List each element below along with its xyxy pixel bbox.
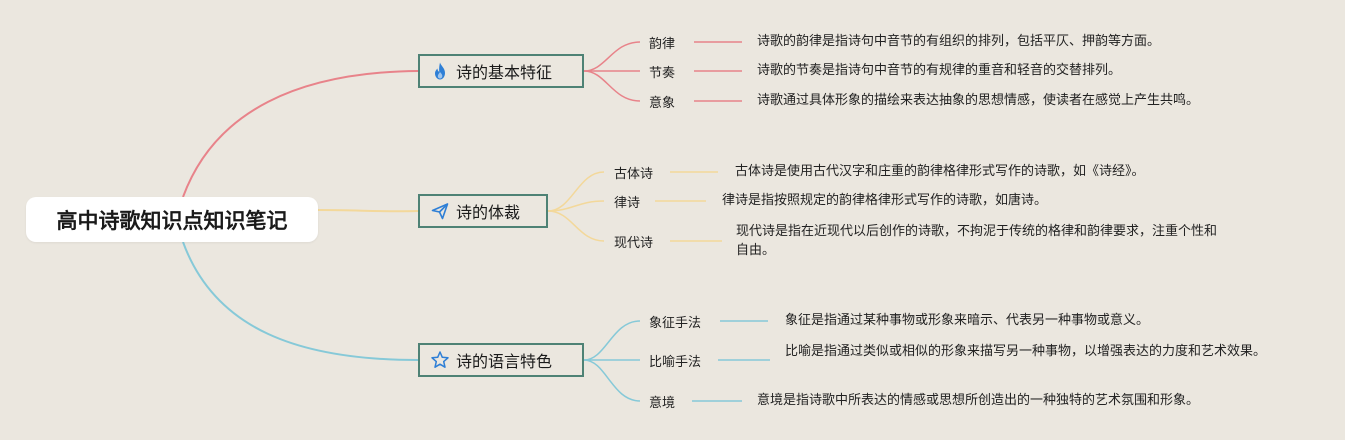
leaf-desc-metaphor[interactable]: 比喻是指通过类似或相似的形象来描写另一种事物，以增强表达的力度和艺术效果。 (785, 344, 1267, 359)
leaf-desc-artistic-conception[interactable]: 意境是指诗歌中所表达的情感或思想所创造出的一种独特的艺术氛围和形象。 (757, 393, 1200, 408)
leaf-desc-modern-poetry[interactable]: 现代诗是指在近现代以后创作的诗歌，不拘泥于传统的格律和韵律要求，注重个性和自由。 (736, 224, 1218, 258)
main-connector-0 (182, 70, 419, 198)
leaf-label-regulated-verse[interactable]: 律诗 (614, 196, 641, 211)
leaf-desc-regulated-verse[interactable]: 律诗是指按照规定的韵律格律形式写作的诗歌，如唐诗。 (722, 193, 1048, 208)
branch-title: 诗的语言特色 (456, 352, 553, 371)
leaf-label-rhythm[interactable]: 韵律 (649, 37, 676, 52)
sub-connector-1-2 (547, 210, 605, 242)
leaf-desc-symbolism[interactable]: 象征是指通过某种事物或形象来暗示、代表另一种事物或意义。 (785, 313, 1150, 328)
main-connector-1 (317, 209, 419, 213)
branch-title: 诗的基本特征 (456, 63, 553, 82)
leaf-desc-imagery[interactable]: 诗歌通过具体形象的描绘来表达抽象的思想情感，使读者在感觉上产生共鸣。 (757, 93, 1200, 108)
leaf-label-metaphor[interactable]: 比喻手法 (649, 355, 702, 370)
branch-topic-language-features[interactable]: 诗的语言特色 (418, 343, 584, 377)
fire-icon (430, 61, 450, 81)
main-connector-2 (182, 241, 419, 361)
central-topic-title: 高中诗歌知识点知识笔记 (56, 208, 288, 233)
sub-connector-0-2 (583, 70, 641, 102)
sub-connector-1-1 (547, 200, 605, 212)
branch-1-connectors (317, 171, 722, 242)
leaf-label-ancient-poetry[interactable]: 古体诗 (614, 167, 654, 182)
sub-connector-2-2 (583, 359, 641, 402)
leaf-desc-ancient-poetry[interactable]: 古体诗是使用古代汉字和庄重的韵律格律形式写作的诗歌，如《诗经》。 (735, 164, 1145, 179)
star-icon (430, 350, 450, 370)
paper-plane-icon (430, 201, 450, 221)
branch-topic-basic-features[interactable]: 诗的基本特征 (418, 54, 584, 88)
sub-connector-2-0 (583, 320, 641, 361)
branch-2-connectors (182, 241, 770, 402)
branch-topic-genres[interactable]: 诗的体裁 (418, 194, 548, 228)
leaf-label-meter[interactable]: 节奏 (649, 66, 676, 81)
leaf-label-symbolism[interactable]: 象征手法 (649, 316, 702, 331)
sub-connector-0-0 (583, 41, 641, 72)
central-topic[interactable]: 高中诗歌知识点知识笔记 (26, 197, 318, 242)
leaf-label-imagery[interactable]: 意象 (649, 96, 676, 111)
branch-0-connectors (182, 41, 742, 198)
branch-title: 诗的体裁 (456, 203, 521, 222)
leaf-label-modern-poetry[interactable]: 现代诗 (614, 236, 654, 251)
leaf-label-artistic-conception[interactable]: 意境 (649, 396, 676, 411)
leaf-desc-rhythm[interactable]: 诗歌的韵律是指诗句中音节的有组织的排列，包括平仄、押韵等方面。 (757, 34, 1161, 49)
leaf-desc-meter[interactable]: 诗歌的节奏是指诗句中音节的有规律的重音和轻音的交替排列。 (757, 63, 1122, 78)
